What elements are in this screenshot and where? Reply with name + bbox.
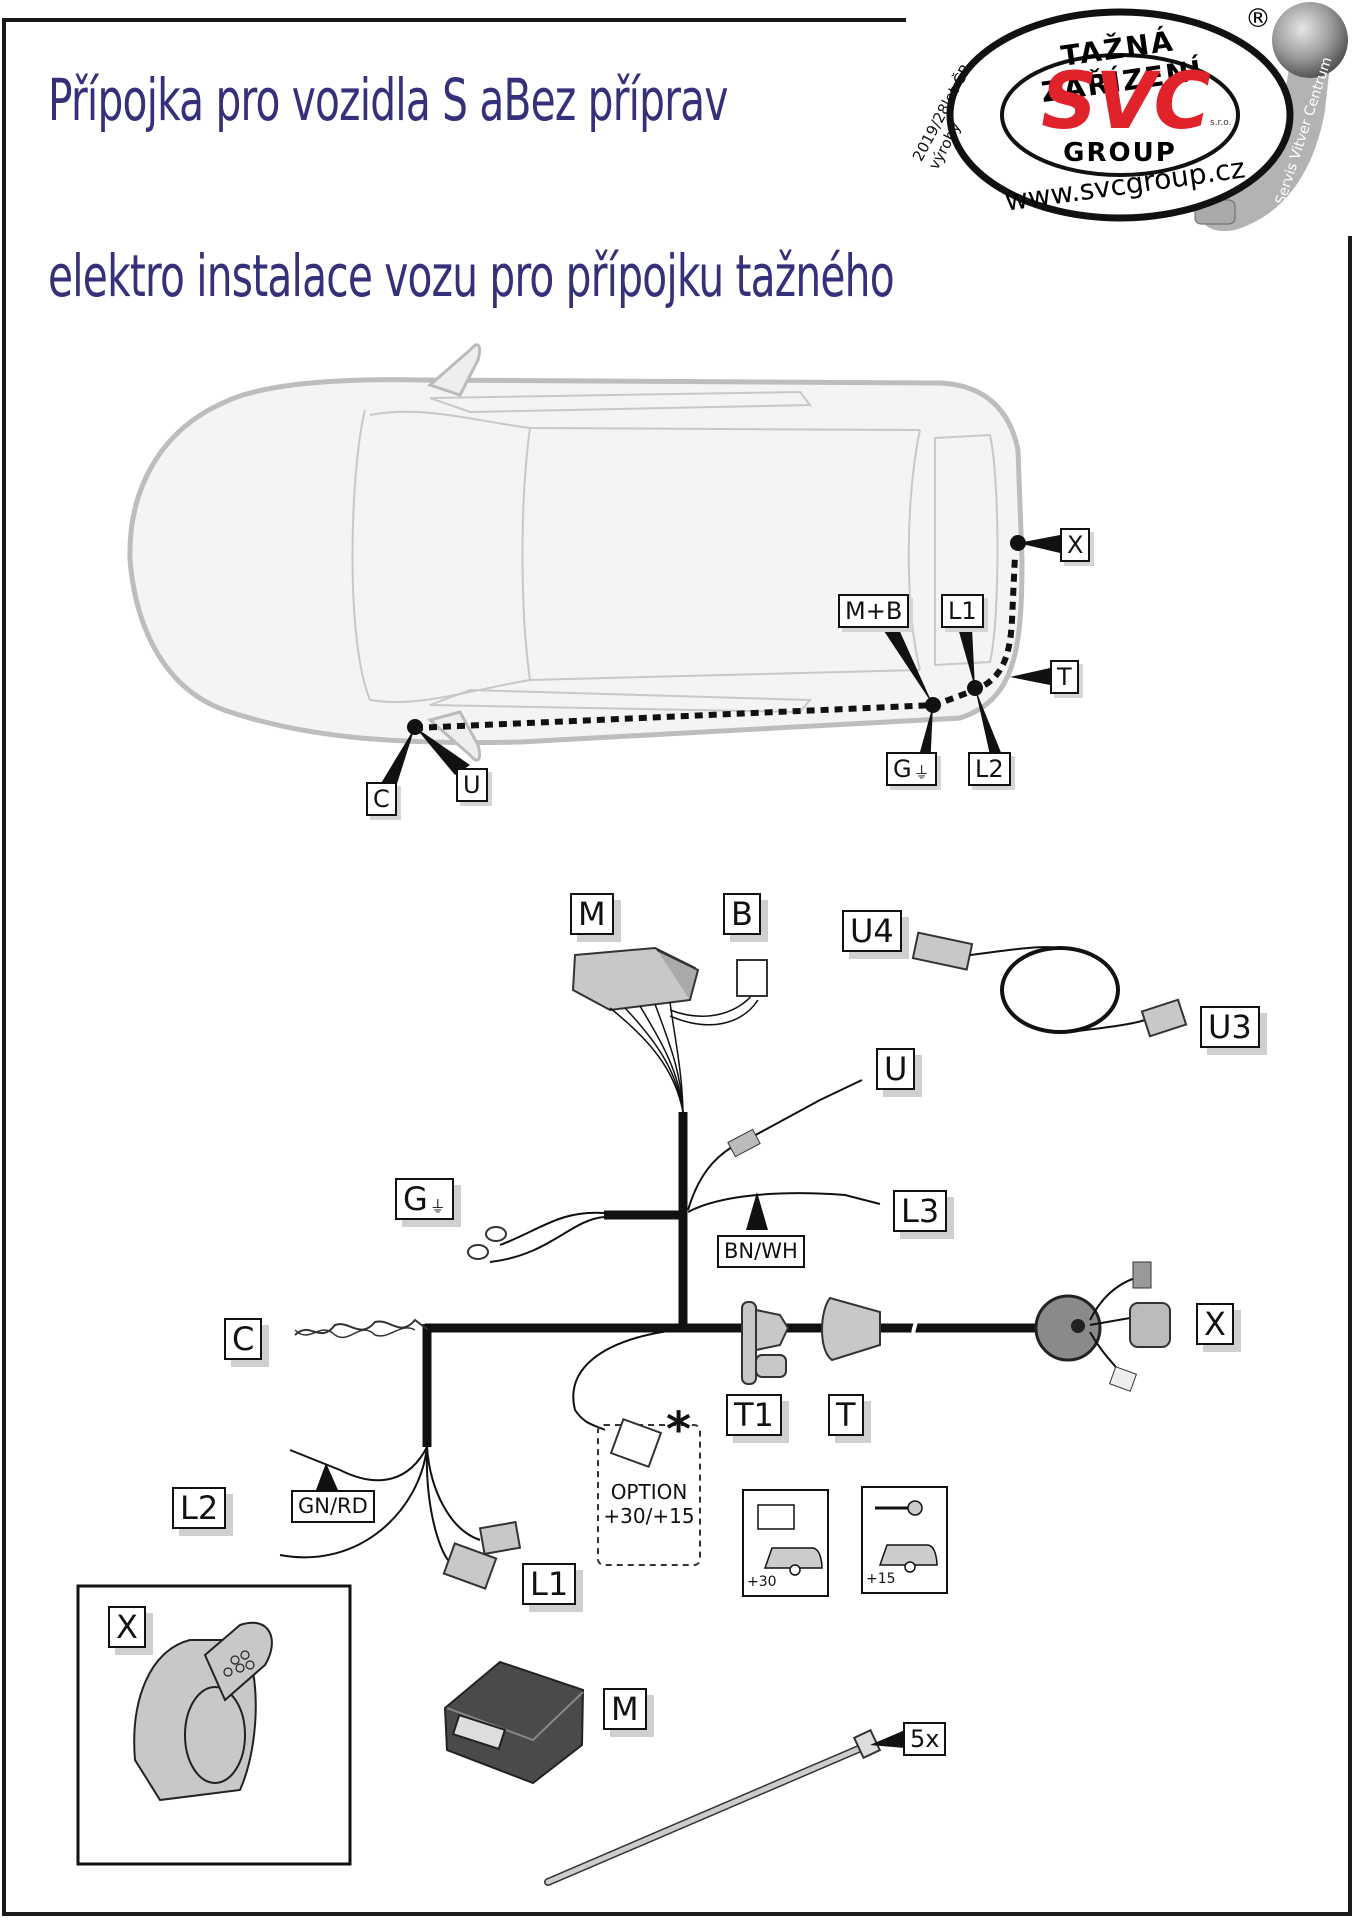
harness-label-b: B [723, 893, 761, 935]
socket-x-13pin-illustration [133, 1621, 273, 1802]
connector-b-plug [736, 959, 768, 997]
wire-u [687, 1079, 863, 1211]
connector-m-plug [571, 946, 700, 1012]
harness-label-u: U [876, 1048, 916, 1090]
wire-color-bnwh: BN/WH [717, 1235, 805, 1268]
car-body [127, 377, 1025, 746]
harness-label-t1: T1 [726, 1394, 782, 1436]
harness-label-g: G⏚ [395, 1178, 454, 1220]
svc-logo: TAŽNÁ ZAŘÍZENÍ SVC s.r.o. GROUP www.svcg… [905, 0, 1360, 236]
option-box [597, 1424, 701, 1566]
car-label-t: T [1050, 660, 1079, 694]
car-mirror-top [427, 343, 482, 397]
cable-tie [544, 1728, 905, 1886]
ground-icon: ⏚ [429, 1197, 446, 1216]
logo-graphic [946, 2, 1348, 232]
socket-connector-3 [1108, 1366, 1138, 1392]
m-connector-wires [609, 994, 759, 1113]
option-values: +30/+15 [603, 1504, 695, 1528]
page-subtitle: elektro instalace vozu pro přípojku tažn… [48, 242, 895, 310]
connector-u4 [911, 931, 974, 971]
wire-l2-a [289, 1446, 428, 1482]
bnwh-pointer [746, 1192, 768, 1230]
option-text: OPTION +30/+15 [598, 1480, 700, 1528]
harness-label-l2: L2 [172, 1487, 227, 1529]
page-title: Přípojka pro vozidla S aBez příprav [48, 66, 728, 134]
socket-x-panel [76, 1584, 352, 1866]
option-asterisk: * [666, 1402, 692, 1458]
car-top-view [127, 343, 1060, 790]
logo-group: GROUP [1063, 138, 1177, 168]
wire-l1-b [425, 1446, 449, 1561]
harness-label-m: M [570, 893, 614, 935]
harness-label-u4: U4 [842, 910, 902, 952]
car-label-c: C [366, 782, 397, 816]
cable-tie-count: 5x [903, 1722, 947, 1756]
car-label-x: X [1060, 528, 1091, 562]
cable-break-mark [911, 1317, 918, 1341]
ground-letter: G [893, 755, 912, 783]
socket-connector-1 [1132, 1261, 1152, 1289]
ground-ring-2 [467, 1244, 489, 1260]
harness-label-u3: U3 [1200, 1006, 1260, 1048]
harness-label-t: T [828, 1394, 864, 1436]
grommet-t1 [741, 1301, 790, 1385]
control-module-m [443, 1660, 585, 1785]
part-label-module-m: M [603, 1688, 647, 1730]
socket-connector-round [1129, 1302, 1171, 1348]
harness-label-l1: L1 [522, 1563, 577, 1605]
frame-bottom-border [2, 1912, 1352, 1916]
ground-ring-1 [485, 1226, 507, 1242]
harness-trunks [422, 1112, 1045, 1447]
icon-box-battery [742, 1489, 829, 1597]
gnrd-pointer [316, 1463, 338, 1490]
part-label-socket-x: X [108, 1606, 146, 1648]
frame-top-border [2, 18, 906, 22]
option-label: OPTION [610, 1480, 688, 1504]
logo-brand: SVC [1041, 57, 1211, 147]
car-label-g: G⏚ [886, 752, 937, 786]
tow-ball-icon [1272, 2, 1348, 78]
cable-u4-u3 [911, 931, 1188, 1038]
connector-option [609, 1417, 663, 1469]
battery-box-label: +30 [747, 1574, 777, 1590]
car-mirror-bottom [426, 710, 482, 762]
harness-label-x: X [1196, 1303, 1234, 1345]
connector-u3 [1140, 998, 1188, 1038]
ground-icon: ⏚ [913, 763, 930, 782]
logo-inner-ellipse [1000, 53, 1240, 177]
wire-l1-a [426, 1446, 481, 1541]
car-label-u: U [456, 768, 488, 802]
connector-l1-a [478, 1520, 522, 1556]
wire-l3 [687, 1192, 881, 1213]
ground-letter: G [403, 1180, 428, 1218]
caravan-icon [763, 1547, 823, 1569]
key-box-label: +15 [866, 1571, 896, 1587]
logo-registered-mark: ® [1245, 4, 1271, 34]
battery-icon [757, 1504, 795, 1530]
wire-l2-b [279, 1446, 428, 1559]
harness-label-l3: L3 [893, 1190, 948, 1232]
wire-c-twisted [294, 1318, 429, 1336]
wire-option [572, 1329, 676, 1431]
icon-box-key [861, 1486, 948, 1594]
frame-left-border [2, 18, 6, 1916]
socket-x-backplate [1034, 1294, 1102, 1362]
car-outline-details [351, 390, 999, 714]
connector-l1-b [442, 1542, 498, 1590]
car-label-mb: M+B [838, 594, 910, 628]
harness-label-c: C [224, 1318, 263, 1360]
caravan-icon-2 [878, 1544, 938, 1566]
car-label-l1: L1 [941, 594, 984, 628]
grommet-t [821, 1296, 881, 1362]
wire-color-gnrd: GN/RD [291, 1490, 375, 1523]
car-label-l2: L2 [968, 752, 1011, 786]
logo-suffix: s.r.o. [1210, 118, 1232, 128]
frame-right-border [1348, 236, 1352, 1916]
connector-u-plug [727, 1128, 761, 1158]
